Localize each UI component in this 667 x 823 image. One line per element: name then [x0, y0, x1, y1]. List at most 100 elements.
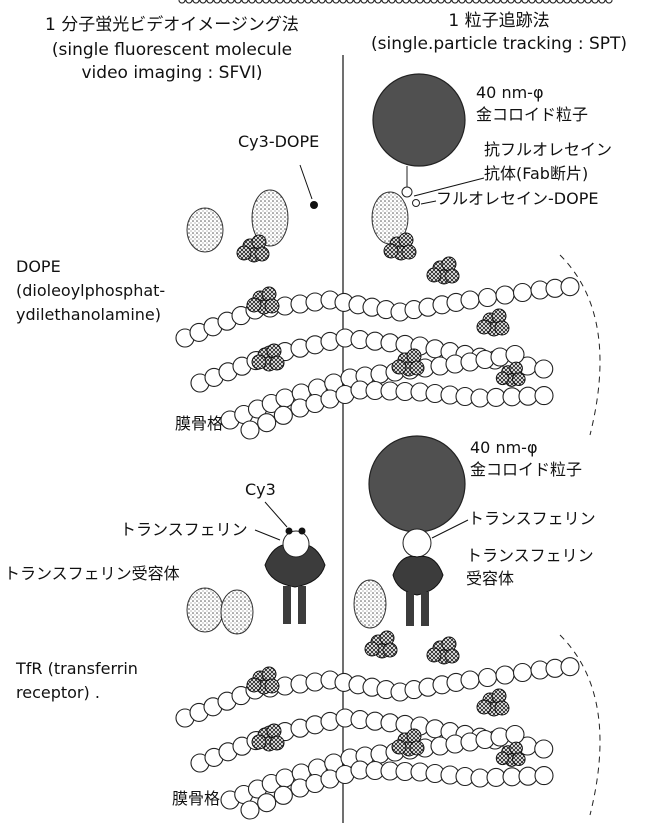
bottom-gold-particle-label: 金コロイド粒子: [470, 461, 582, 479]
right-method-subtitle: (single.particle tracking : SPT): [371, 35, 627, 55]
spectrin-cluster: [365, 631, 397, 658]
actin-monomer: [519, 387, 537, 405]
actin-monomer: [514, 284, 532, 302]
lipid-head: [494, 0, 500, 3]
lipid-head: [487, 0, 493, 3]
lipid-head: [396, 0, 402, 3]
lipid-head: [431, 0, 437, 3]
actin-monomer: [479, 669, 497, 687]
lipid-head: [375, 0, 381, 3]
lipid-head: [368, 0, 374, 3]
lipid-head: [221, 0, 227, 3]
lipid-head: [410, 0, 416, 3]
lipid-head: [312, 0, 318, 3]
transferrin-right-label: トランスフェリン: [468, 510, 596, 528]
cluster-subunit: [410, 361, 424, 375]
cluster-subunit: [265, 679, 279, 693]
receptor-tm-left: [298, 586, 306, 624]
cluster-subunit: [265, 299, 279, 313]
membrane-protein: [187, 208, 223, 252]
lipid-head: [466, 0, 472, 3]
lipid-head: [263, 0, 269, 3]
cy3-label: Cy3: [245, 481, 276, 499]
actin-monomer: [503, 768, 521, 786]
actin-monomer: [561, 278, 579, 296]
actin-monomer: [503, 388, 521, 406]
cluster-subunit: [247, 298, 261, 312]
actin-monomer: [241, 421, 259, 439]
lipid-head: [550, 0, 556, 3]
spectrin-cluster: [477, 309, 509, 336]
lipid-head: [326, 0, 332, 3]
lipid-head: [235, 0, 241, 3]
lipid-head: [305, 0, 311, 3]
lipid-head: [473, 0, 479, 3]
spectrin-cluster: [252, 344, 284, 371]
lipid-head: [522, 0, 528, 3]
spectrin-cluster: [392, 729, 424, 756]
lipid-head: [193, 0, 199, 3]
actin-monomer: [506, 726, 524, 744]
actin-monomer: [535, 767, 553, 785]
lipid-head: [291, 0, 297, 3]
lipid-head: [389, 0, 395, 3]
spectrin-cluster: [427, 637, 459, 664]
gold-colloid-particle: [369, 436, 465, 532]
cluster-subunit: [495, 701, 509, 715]
lipid-head: [529, 0, 535, 3]
membrane-protein: [187, 588, 223, 632]
cluster-subunit: [427, 648, 441, 662]
lipid-head: [571, 0, 577, 3]
cluster-subunit: [270, 736, 284, 750]
cy3-dot: [299, 528, 306, 535]
actin-monomer: [535, 387, 553, 405]
lipid-head: [186, 0, 192, 3]
lipid-head: [333, 0, 339, 3]
cluster-subunit: [495, 321, 509, 335]
receptor-tm-right: [421, 592, 429, 626]
lipid-head: [564, 0, 570, 3]
actin-monomer: [274, 406, 292, 424]
lipid-head: [606, 0, 612, 3]
lipid-head: [347, 0, 353, 3]
lipid-head: [452, 0, 458, 3]
gold-colloid-particle: [373, 74, 465, 166]
lipid-head: [319, 0, 325, 3]
lipid-head: [200, 0, 206, 3]
lipid-head: [445, 0, 451, 3]
lipid-head: [207, 0, 213, 3]
lipid-head: [480, 0, 486, 3]
cluster-subunit: [410, 741, 424, 755]
lipid-head: [543, 0, 549, 3]
leader-line: [421, 201, 436, 204]
lipid-head: [424, 0, 430, 3]
cluster-subunit: [402, 245, 416, 259]
bottom-gold-size-label: 40 nm-φ: [470, 439, 538, 457]
actin-monomer: [519, 767, 537, 785]
lipid-head: [340, 0, 346, 3]
left-method-subtitle-1: (single fluorescent molecule: [52, 41, 292, 61]
lipid-head: [179, 0, 185, 3]
actin-monomer: [561, 658, 579, 676]
left-method-subtitle-2: video imaging : SFVI): [82, 64, 263, 84]
membrane-protein: [354, 580, 386, 628]
cluster-subunit: [445, 649, 459, 663]
cluster-subunit: [392, 740, 406, 754]
cluster-subunit: [270, 356, 284, 370]
lipid-head: [501, 0, 507, 3]
cluster-subunit: [477, 700, 491, 714]
fluorescein-dot: [413, 200, 420, 207]
lipid-head: [298, 0, 304, 3]
cluster-subunit: [496, 372, 509, 385]
lipid-head: [536, 0, 542, 3]
bottom-skeleton-label: 膜骨格: [172, 790, 220, 808]
top-skeleton-label: 膜骨格: [175, 415, 223, 433]
cluster-subunit: [392, 360, 406, 374]
antibody-label-2: 抗体(Fab断片): [484, 165, 588, 183]
spectrin-cluster: [247, 287, 279, 314]
actin-monomer: [506, 346, 524, 364]
actin-monomer: [487, 768, 505, 786]
lipid-head: [578, 0, 584, 3]
cluster-subunit: [365, 642, 379, 656]
